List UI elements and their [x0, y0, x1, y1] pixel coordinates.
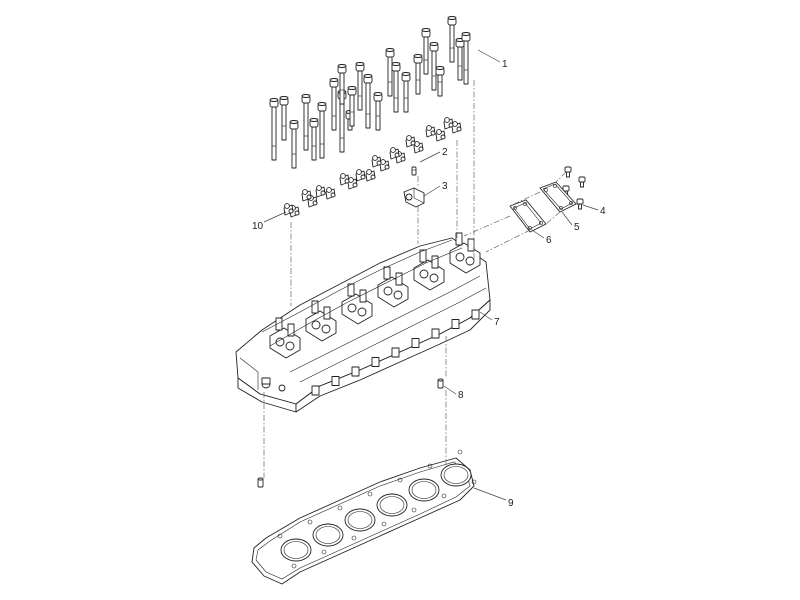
head-bolt — [337, 64, 347, 105]
head-bolt — [455, 38, 465, 81]
valve-bridge — [301, 189, 312, 202]
gasket-bore — [408, 478, 440, 502]
head-bolt — [355, 62, 365, 111]
callout-4: 4 — [600, 206, 606, 217]
valve-bridge — [339, 173, 350, 186]
head-gasket-part-9 — [251, 449, 477, 585]
head-port — [451, 319, 460, 329]
valve-bridge — [379, 159, 390, 172]
head-bolt — [391, 62, 401, 113]
bracket-part-3 — [403, 187, 425, 208]
valve-bridge — [347, 177, 358, 190]
head-bolt — [269, 98, 279, 161]
head-bolt — [317, 102, 327, 159]
head-bolt — [447, 16, 457, 63]
valve-bridge — [283, 203, 294, 216]
head-port — [391, 347, 400, 358]
callout-7: 7 — [494, 317, 500, 328]
head-bolt — [461, 32, 471, 85]
cover-gasket-part-6 — [509, 199, 547, 233]
gasket-bore — [440, 463, 472, 487]
callout-3: 3 — [442, 181, 448, 192]
head-bolts-group — [269, 16, 471, 169]
valve-bridge — [355, 169, 366, 182]
callout-10: 10 — [252, 221, 264, 232]
head-port — [471, 309, 480, 320]
alignment-lines — [263, 80, 581, 478]
head-port — [331, 376, 340, 386]
head-port — [431, 328, 440, 339]
valve-bridge — [325, 187, 336, 200]
screw-part-2 — [411, 166, 417, 176]
cylinder-head-part-7 — [235, 232, 491, 413]
callout-8: 8 — [458, 390, 464, 401]
gasket-bore — [312, 523, 344, 547]
callout-2: 2 — [442, 147, 448, 158]
valve-bridge — [371, 155, 382, 168]
rocker-assembly — [449, 232, 481, 274]
callout-5: 5 — [574, 222, 580, 233]
valve-bridge — [315, 185, 326, 198]
head-bolt — [289, 120, 299, 169]
head-bolt — [329, 78, 339, 131]
head-port — [371, 357, 380, 367]
head-bolt — [373, 92, 383, 131]
valve-bridge — [405, 135, 416, 148]
head-bolt — [421, 28, 431, 75]
callout-6: 6 — [546, 235, 552, 246]
rocker-assembly — [269, 317, 301, 359]
cover-plate-part-5 — [539, 181, 577, 213]
head-bolt — [385, 48, 395, 97]
dowel-pin-lower — [257, 477, 264, 488]
head-bolt — [347, 86, 357, 127]
head-port — [311, 385, 320, 396]
callout-labels: 1 2 3 4 5 6 7 8 9 10 — [252, 59, 606, 509]
callout-9: 9 — [508, 498, 514, 509]
callout-1: 1 — [502, 59, 508, 70]
head-port — [351, 366, 360, 377]
head-bolt — [301, 94, 311, 151]
head-bolt — [309, 118, 319, 161]
valve-bridge — [365, 169, 376, 182]
head-port — [411, 338, 420, 348]
head-bolt — [429, 42, 439, 91]
valve-bridge — [425, 125, 436, 138]
callout-leaders — [263, 49, 599, 501]
dowel-pin-part-8 — [437, 378, 444, 389]
valve-bridge — [443, 117, 454, 130]
valve-bridge — [413, 141, 424, 154]
valve-bridge — [389, 147, 400, 160]
valve-bridge — [395, 151, 406, 164]
head-bolt — [413, 54, 423, 95]
head-bolt — [279, 96, 289, 141]
gasket-bore — [376, 493, 408, 517]
valve-bridges-group — [283, 117, 462, 218]
rocker-assembly — [305, 300, 337, 342]
valve-bridge — [435, 129, 446, 142]
valve-bridge — [451, 121, 462, 134]
head-bolt — [435, 66, 445, 97]
gasket-bore — [280, 538, 312, 562]
gasket-bore — [344, 508, 376, 532]
rocker-assembly — [377, 266, 409, 308]
head-bolt — [401, 72, 411, 113]
cover-bolts-part-4 — [562, 166, 586, 210]
head-bolt — [363, 74, 373, 129]
rocker-assembly — [413, 249, 445, 291]
